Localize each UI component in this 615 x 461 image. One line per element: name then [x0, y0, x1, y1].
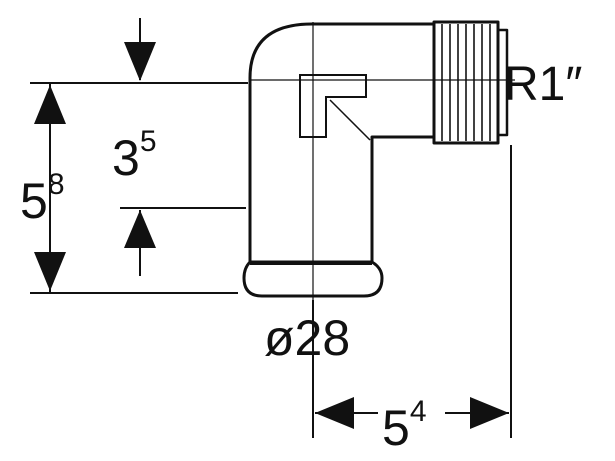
- elbow-body-outline: [248, 22, 436, 262]
- socket-height-base: 3: [112, 130, 140, 186]
- thread-grooves: [441, 24, 491, 141]
- arrow-up-icon: [34, 85, 66, 124]
- center-lines: [250, 22, 515, 300]
- fitting-elbow: [242, 20, 509, 298]
- arrow-left-icon: [315, 397, 354, 429]
- dimension-total-height: [34, 83, 66, 293]
- inner-bore: [299, 74, 371, 141]
- arrow-up-icon: [124, 210, 156, 248]
- total-height-label: 58: [20, 168, 65, 229]
- arrow-down-icon: [124, 42, 156, 81]
- thread-cap: [496, 28, 509, 137]
- dimension-socket-height: [124, 18, 156, 276]
- dimension-offset-width: [315, 397, 509, 429]
- offset-width-sup: 4: [410, 395, 427, 428]
- offset-width-base: 5: [382, 400, 410, 456]
- arrow-right-icon: [470, 397, 509, 429]
- arrow-down-icon: [34, 252, 66, 291]
- socket-height-sup: 5: [140, 125, 157, 158]
- socket-height-label: 35: [112, 125, 157, 186]
- socket-flare: [242, 260, 384, 298]
- total-height-base: 5: [20, 173, 48, 229]
- offset-width-label: 54: [382, 395, 427, 456]
- thread-label: R1″: [504, 58, 582, 111]
- total-height-sup: 8: [48, 168, 65, 201]
- diameter-label: ø28: [264, 310, 350, 366]
- extension-lines: [30, 82, 512, 438]
